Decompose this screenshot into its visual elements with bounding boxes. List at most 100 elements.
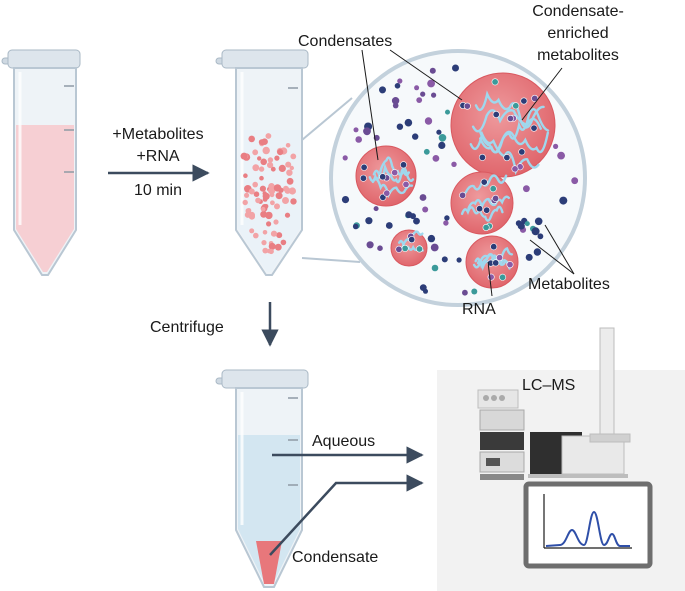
enriched-metabolite-dot	[499, 273, 507, 281]
metabolite-dot	[423, 288, 428, 294]
enriched-metabolite-dot	[496, 254, 504, 262]
metabolite-dot	[531, 227, 540, 236]
droplet-dot	[253, 191, 260, 197]
rna-strand	[460, 205, 504, 222]
label-lc-ms: LC–MS	[522, 377, 576, 394]
metabolite-dot	[456, 257, 462, 263]
droplet-dot	[260, 206, 266, 212]
metabolite-dot	[353, 127, 359, 133]
droplet-dot	[278, 164, 286, 172]
metabolite-dot	[441, 256, 448, 263]
metabolite-dot	[363, 127, 371, 136]
tube-with-condensates	[215, 49, 309, 276]
enriched-metabolite-dot	[482, 224, 490, 232]
enriched-metabolite-dot	[399, 161, 407, 169]
metabolite-dot	[451, 161, 457, 167]
metabolite-dot	[557, 151, 565, 160]
metabolite-dot	[396, 123, 404, 130]
label-enriched-3: metabolites	[537, 47, 619, 64]
droplet-dot	[280, 239, 287, 246]
droplet-dot	[270, 166, 276, 172]
label-centrifuge: Centrifuge	[150, 319, 224, 336]
droplet-dot	[284, 212, 291, 218]
enriched-metabolite-dot	[506, 261, 514, 269]
label-enriched-1: Condensate-	[532, 3, 624, 20]
droplet-dot	[255, 197, 261, 204]
enriched-metabolite-dot	[483, 206, 491, 214]
metabolite-dot	[414, 85, 420, 91]
label-condensate: Condensate	[292, 549, 379, 566]
enriched-metabolite-dot	[395, 245, 403, 253]
chromatogram-icon	[523, 481, 653, 569]
metabolite-dot	[431, 264, 439, 272]
droplet-dot	[266, 221, 272, 227]
metabolite-dot	[424, 117, 433, 125]
droplet-dot	[252, 164, 260, 172]
metabolite-dot	[377, 245, 383, 251]
label-aqueous: Aqueous	[312, 433, 376, 450]
metabolite-dot	[379, 86, 386, 94]
metabolite-dot	[471, 288, 478, 295]
droplet-dot	[263, 204, 269, 209]
metabolite-dot	[524, 221, 530, 227]
droplet-dot	[246, 208, 252, 213]
droplet-dot	[258, 166, 265, 172]
enriched-metabolite-dot	[391, 169, 399, 177]
enriched-metabolite-dot	[492, 111, 500, 119]
droplet-dot	[274, 203, 280, 210]
enriched-metabolite-dot	[480, 178, 488, 186]
enriched-metabolite-dot	[487, 273, 495, 281]
metabolite-dot	[373, 206, 379, 212]
metabolite-dot	[420, 91, 426, 97]
enriched-metabolite-dot	[492, 194, 500, 202]
droplet-dot	[265, 133, 272, 139]
metabolite-dot	[404, 118, 413, 127]
droplet-dot	[268, 248, 274, 255]
droplet-dot	[265, 211, 273, 220]
tube-initial	[1, 49, 81, 276]
enriched-metabolite-dot	[360, 163, 368, 171]
metabolite-dot	[525, 253, 533, 261]
label-condensates: Condensates	[298, 33, 393, 50]
metabolite-dot	[452, 64, 459, 72]
enriched-metabolite-dot	[463, 102, 471, 110]
droplet-dot	[275, 192, 283, 200]
enriched-metabolite-dot	[512, 102, 520, 110]
enriched-metabolite-dot	[530, 124, 538, 132]
droplet-dot	[249, 228, 255, 234]
droplet-dot	[240, 152, 248, 160]
zoom-content	[341, 64, 579, 296]
label-incubation-time: 10 min	[133, 182, 183, 199]
droplet-dot	[260, 158, 268, 166]
enriched-metabolite-dot	[359, 174, 367, 182]
droplet-dot	[289, 165, 294, 171]
droplet-dot	[268, 187, 276, 195]
metabolite-dot	[534, 217, 543, 226]
droplet-dot	[248, 211, 255, 219]
enriched-metabolite-dot	[506, 115, 514, 123]
rna-strand	[474, 90, 545, 129]
metabolite-dot	[427, 79, 435, 88]
rna-strand	[471, 109, 542, 133]
enriched-metabolite-dot	[492, 259, 500, 267]
metabolite-dot	[462, 289, 468, 296]
metabolite-dot	[559, 196, 568, 205]
enriched-metabolite-dot	[490, 243, 498, 251]
condensate-droplet	[390, 229, 428, 267]
leader-lines	[361, 49, 575, 297]
metabolite-dot	[438, 141, 446, 149]
metabolite-dot	[438, 134, 447, 142]
metabolite-dot	[352, 223, 359, 230]
condensate-droplet	[450, 171, 514, 235]
enriched-metabolite-dot	[491, 78, 499, 86]
metabolite-dot	[405, 211, 413, 219]
droplet-dot	[259, 175, 264, 181]
enriched-metabolite-dot	[511, 165, 519, 173]
droplet-dot	[288, 187, 296, 195]
metabolite-dot	[355, 136, 363, 143]
rna-strand	[464, 174, 508, 194]
droplet-dot	[258, 139, 265, 145]
droplet-dot	[262, 192, 270, 200]
metabolite-dot	[385, 222, 393, 229]
droplet-dot	[262, 146, 270, 155]
